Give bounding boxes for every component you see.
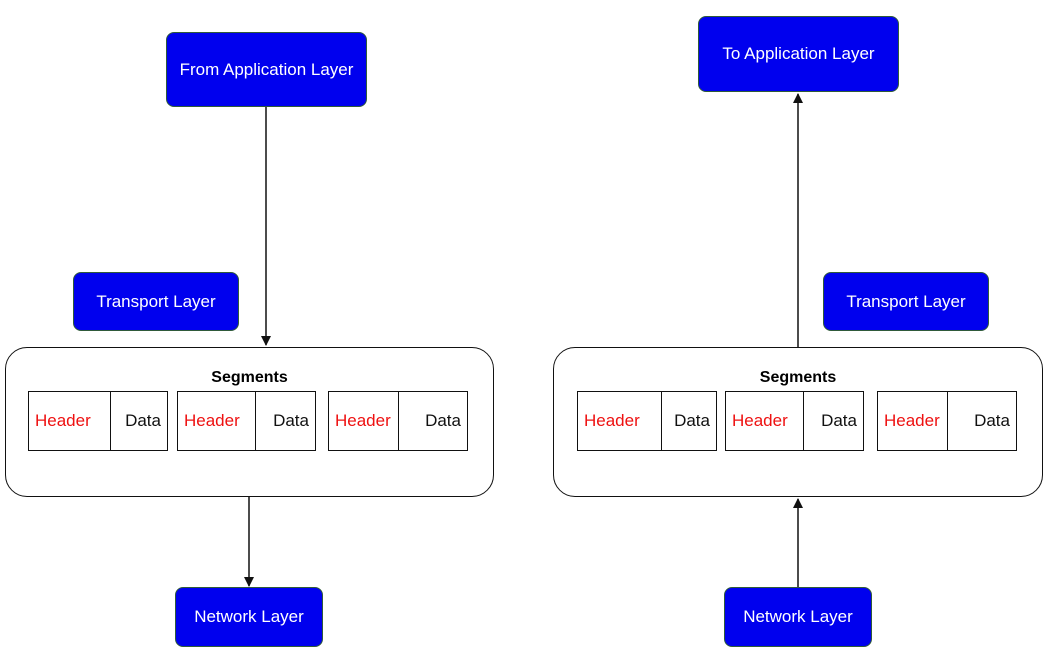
segment-header: Header bbox=[329, 392, 399, 450]
segment-header: Header bbox=[878, 392, 948, 450]
segment-data: Data bbox=[273, 411, 309, 430]
segment-header: Header bbox=[29, 392, 111, 450]
segment-header: Header bbox=[578, 392, 662, 450]
segment: Header Data bbox=[725, 391, 864, 451]
segment-data: Data bbox=[425, 411, 461, 430]
segments-title: Segments bbox=[211, 369, 288, 386]
segment-header: Header bbox=[178, 392, 256, 450]
to-application-layer-box: To Application Layer bbox=[698, 16, 899, 92]
segment-data: Data bbox=[674, 411, 710, 430]
segment: Header Data bbox=[877, 391, 1017, 451]
segment: Header Data bbox=[177, 391, 316, 451]
from-application-layer-box: From Application Layer bbox=[166, 32, 367, 107]
segments-group-right: Segments Header Data Header Data Header … bbox=[553, 347, 1043, 497]
segment-header: Header bbox=[726, 392, 804, 450]
segments-group-left: Segments Header Data Header Data Header … bbox=[5, 347, 494, 497]
segment: Header Data bbox=[328, 391, 468, 451]
segment: Header Data bbox=[577, 391, 717, 451]
transport-layer-box-right: Transport Layer bbox=[823, 272, 989, 331]
segment-data: Data bbox=[974, 411, 1010, 430]
segments-title: Segments bbox=[759, 369, 837, 386]
network-layer-box-right: Network Layer bbox=[724, 587, 872, 647]
segment-data: Data bbox=[821, 411, 857, 430]
segment-data: Data bbox=[125, 411, 161, 430]
network-layer-box-left: Network Layer bbox=[175, 587, 323, 647]
transport-layer-box-left: Transport Layer bbox=[73, 272, 239, 331]
segment: Header Data bbox=[28, 391, 168, 451]
